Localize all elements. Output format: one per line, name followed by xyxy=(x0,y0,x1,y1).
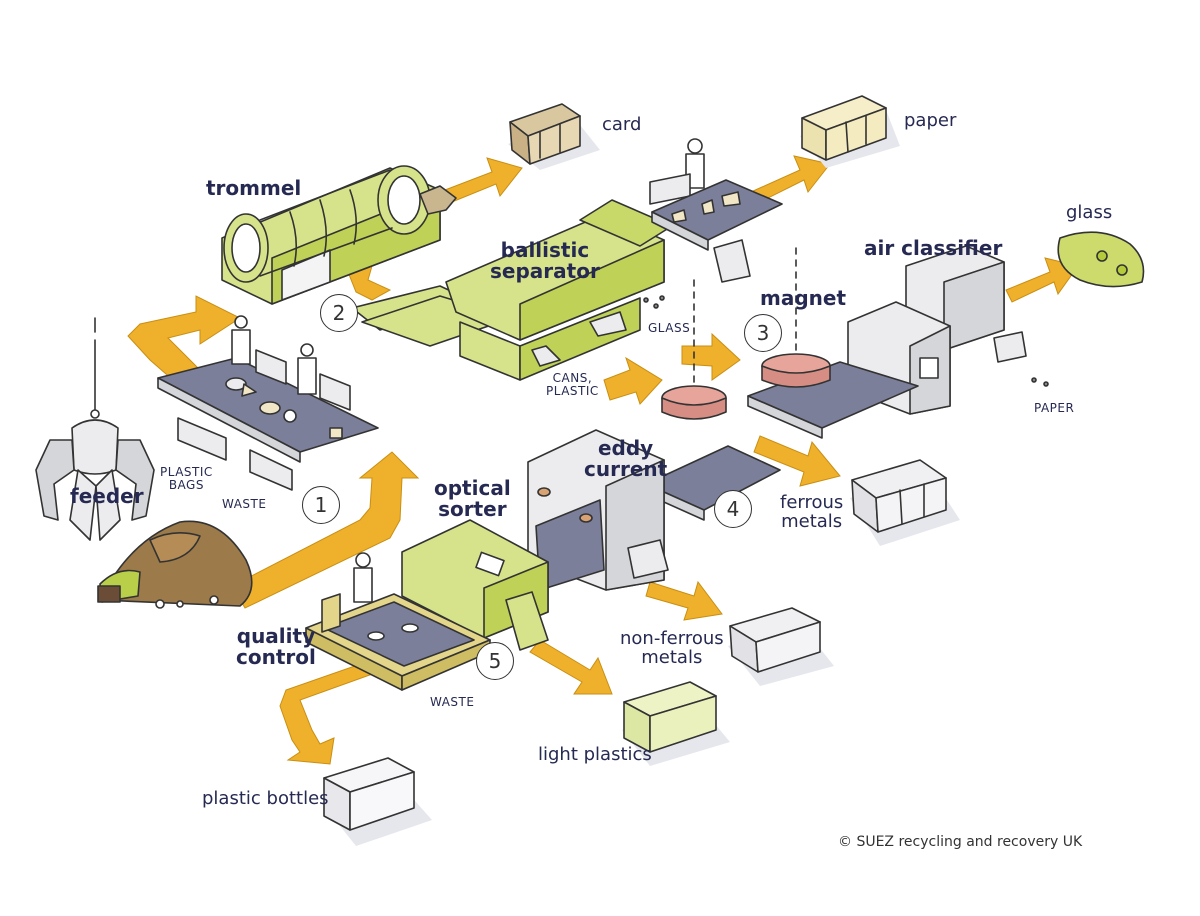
label-nonferrous-line2: metals xyxy=(641,646,703,668)
trommel-machine xyxy=(221,165,457,305)
label-cans-line2: PLASTIC xyxy=(546,383,599,398)
label-ballistic-line2: separator xyxy=(490,259,600,283)
label-magnet: magnet xyxy=(760,286,847,310)
waste-pile xyxy=(97,520,253,609)
label-quality-line1: quality xyxy=(236,624,316,648)
flow-arrow-magnet xyxy=(681,332,741,381)
label-quality-control: quality control xyxy=(236,626,316,668)
label-optical-line2: sorter xyxy=(438,497,507,521)
label-ferrous-line2: metals xyxy=(781,510,843,532)
non-ferrous-metals-bale xyxy=(728,607,834,686)
label-optical-sorter: optical sorter xyxy=(434,478,511,520)
air-classifier-machine xyxy=(747,245,1027,439)
glass-bale xyxy=(1057,231,1145,288)
label-ferrous-metals: ferrous metals xyxy=(780,492,844,532)
label-plastic-bags-line1: PLASTIC xyxy=(160,465,213,479)
magnet-units xyxy=(661,247,831,420)
label-plastic-bags: PLASTIC BAGS xyxy=(160,466,213,491)
step-number-1: 1 xyxy=(302,486,340,524)
flow-arrow-cans xyxy=(603,356,663,405)
flow-arrow-to-card xyxy=(444,157,523,203)
label-eddy-current: eddy current xyxy=(584,438,667,480)
optical-sorter xyxy=(401,519,549,651)
pre-sort-conveyor xyxy=(157,315,379,491)
flow-arrow-to-ferrous xyxy=(753,435,841,487)
flow-arrow-conveyor-to-trommel xyxy=(127,295,242,396)
quality-control-station xyxy=(305,552,491,691)
label-optical-line1: optical xyxy=(434,476,511,500)
flow-arrow-to-nonferrous xyxy=(645,580,723,621)
flow-arrow-to-plastic-bottles xyxy=(279,659,379,765)
label-feeder: feeder xyxy=(70,484,144,508)
label-trommel: trommel xyxy=(206,176,302,200)
paper-pick-conveyor xyxy=(649,138,783,283)
label-air-classifier: air classifier xyxy=(864,236,1003,260)
label-cans-line1: CANS, xyxy=(552,371,593,385)
flow-arrow-pile-to-conveyor xyxy=(231,451,420,609)
ferrous-metals-bale xyxy=(850,459,960,546)
flow-arrow-to-light-plastics xyxy=(529,639,613,695)
label-quality-line2: control xyxy=(236,645,316,669)
label-eddy-line2: current xyxy=(584,457,668,481)
step-number-2: 2 xyxy=(320,294,358,332)
label-cans-plastic: CANS, PLASTIC xyxy=(546,372,599,397)
paper-bale xyxy=(800,95,900,168)
step-number-4: 4 xyxy=(714,490,752,528)
label-card: card xyxy=(602,114,642,135)
light-plastics-bale xyxy=(622,681,730,766)
label-paper-small: PAPER xyxy=(1034,401,1075,415)
label-glass: glass xyxy=(1066,202,1113,223)
copyright-notice: © SUEZ recycling and recovery UK xyxy=(838,834,1083,850)
label-waste-1: WASTE xyxy=(222,497,267,511)
label-plastic-bags-line2: BAGS xyxy=(168,477,204,492)
label-light-plastics: light plastics xyxy=(538,744,652,765)
label-ballistic-line1: ballistic xyxy=(500,238,590,262)
label-paper: paper xyxy=(904,110,957,131)
step-number-5: 5 xyxy=(476,642,514,680)
label-eddy-line1: eddy xyxy=(597,436,654,460)
label-glass-small: GLASS xyxy=(648,321,691,335)
label-ferrous-line1: ferrous xyxy=(780,492,844,513)
feeder-grab xyxy=(35,317,155,541)
label-non-ferrous-metals: non-ferrous metals xyxy=(620,628,724,668)
ballistic-separator xyxy=(351,199,673,381)
step-number-3: 3 xyxy=(744,314,782,352)
card-bale xyxy=(508,103,600,170)
label-ballistic-separator: ballistic separator xyxy=(490,240,600,282)
label-nonferrous-line1: non-ferrous xyxy=(620,628,724,649)
flow-arrow-to-glass xyxy=(1005,257,1079,303)
label-plastic-bottles: plastic bottles xyxy=(202,788,329,809)
label-waste-2: WASTE xyxy=(430,695,475,709)
plastic-bottles-bale xyxy=(323,757,432,846)
glass-debris xyxy=(643,295,1049,387)
